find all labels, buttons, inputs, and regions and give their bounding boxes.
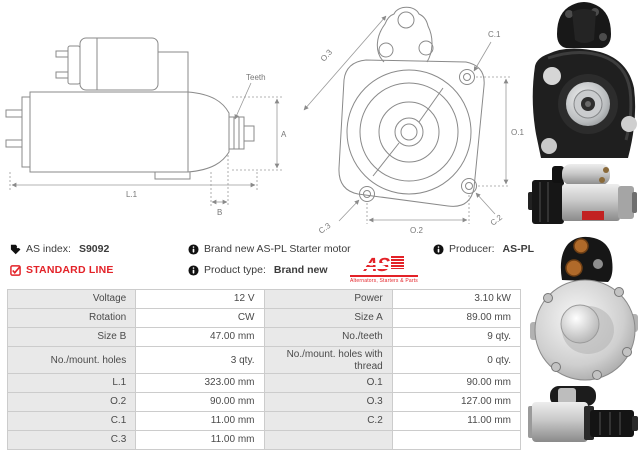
dim-o3-label: O.3 [319, 47, 335, 63]
product-photos-column [528, 0, 640, 454]
spec-label-cell: Size A [263, 308, 393, 328]
as-pl-logo: AS Alternators, Starters & Parts [349, 255, 418, 284]
spec-label-cell: Voltage [6, 289, 137, 309]
description-text: Brand new AS-PL Starter motor [204, 243, 351, 255]
table-row: L.1 323.00 mm O.1 90.00 mm [6, 373, 522, 393]
photo-starter-side-1 [528, 164, 637, 224]
producer-value: AS-PL [502, 243, 535, 255]
table-row: C.3 11.00 mm [6, 430, 522, 450]
spec-table-group-1: Voltage 12 V Power 3.10 kW Rotation CW S… [6, 289, 522, 376]
spec-value-cell: 3 qty. [135, 346, 265, 376]
table-row: Rotation CW Size A 89.00 mm [6, 308, 522, 328]
info-icon [188, 243, 199, 255]
front-view-dimension-lines [303, 15, 510, 224]
spec-value-cell: 3.10 kW [391, 289, 522, 309]
product-info-row: AS index: S9092 STANDARD LINE Brand new … [0, 238, 534, 286]
dim-o1-label: O.1 [511, 128, 524, 137]
producer-label: Producer: [449, 243, 495, 255]
spec-label-cell: C.2 [263, 411, 393, 431]
spec-value-cell [391, 430, 522, 450]
spec-value-cell: 11.00 mm [135, 411, 265, 431]
spec-label-cell: No./teeth [263, 327, 393, 347]
spec-value-cell: 90.00 mm [135, 392, 265, 412]
product-type-value: Brand new [273, 264, 328, 276]
spec-label-cell: L.1 [6, 373, 137, 393]
standard-line-row: STANDARD LINE [10, 264, 114, 276]
as-pl-logo-tagline: Alternators, Starters & Parts [349, 275, 418, 284]
spec-value-cell: 0 qty. [391, 346, 522, 376]
starter-side-outline [5, 37, 255, 180]
spec-value-cell: 89.00 mm [391, 308, 522, 328]
spec-value-cell: CW [135, 308, 265, 328]
dim-l1-label: L.1 [126, 190, 138, 199]
spec-label-cell: O.1 [263, 373, 393, 393]
dim-c1-label: C.1 [488, 30, 501, 39]
as-pl-logo-flag [390, 256, 404, 269]
spec-value-cell: 323.00 mm [135, 373, 265, 393]
dim-o2-label: O.2 [410, 226, 423, 235]
spec-label-cell: C.1 [6, 411, 137, 431]
spec-label-cell: No./mount. holes with thread [263, 346, 393, 376]
spec-label-cell: No./mount. holes [6, 346, 137, 376]
spec-value-cell: 90.00 mm [391, 373, 522, 393]
checkbox-checked-icon [10, 264, 21, 276]
as-index-label: AS index: [26, 243, 71, 255]
table-row: C.1 11.00 mm C.2 11.00 mm [6, 411, 522, 431]
spec-label-cell: Size B [6, 327, 137, 347]
front-view-technical-drawing: O.3 C.1 O.1 C.2 C.3 O.2 [303, 6, 524, 236]
side-view-dimension-labels: Teeth A L.1 B [126, 73, 287, 217]
product-type-row: Product type: Brand new [188, 264, 328, 276]
spec-table-group-2: L.1 323.00 mm O.1 90.00 mm O.2 90.00 mm … [6, 373, 522, 450]
starter-front-outline [338, 6, 485, 207]
product-type-label: Product type: [204, 264, 266, 276]
spec-label-cell: C.3 [6, 430, 137, 450]
spec-value-cell: 127.00 mm [391, 392, 522, 412]
as-index-row: AS index: S9092 [10, 243, 109, 255]
side-view-technical-drawing: Teeth A L.1 B [5, 37, 287, 217]
spec-value-cell: 9 qty. [391, 327, 522, 347]
spec-label-cell: O.3 [263, 392, 393, 412]
info-icon [433, 243, 444, 255]
dim-c3-label: C.3 [317, 221, 333, 236]
producer-row: Producer: AS-PL [433, 243, 534, 255]
spec-label-cell: O.2 [6, 392, 137, 412]
as-pl-logo-text: AS [363, 255, 390, 276]
table-row: Size B 47.00 mm No./teeth 9 qty. [6, 327, 522, 347]
spec-value-cell: 11.00 mm [391, 411, 522, 431]
photo-starter-side-2 [528, 386, 638, 442]
side-view-dimension-lines [9, 82, 284, 206]
spec-value-cell: 12 V [135, 289, 265, 309]
table-row: No./mount. holes 3 qty. No./mount. holes… [6, 346, 522, 376]
photo-starter-front-silver [530, 236, 638, 381]
table-row: Voltage 12 V Power 3.10 kW [6, 289, 522, 309]
info-icon [188, 264, 199, 276]
spec-label-cell: Power [263, 289, 393, 309]
spec-label-cell: Rotation [6, 308, 137, 328]
tag-icon [10, 244, 21, 255]
spec-value-cell: 47.00 mm [135, 327, 265, 347]
description-row: Brand new AS-PL Starter motor [188, 243, 351, 255]
teeth-label: Teeth [246, 73, 266, 82]
spec-value-cell: 11.00 mm [135, 430, 265, 450]
table-row: O.2 90.00 mm O.3 127.00 mm [6, 392, 522, 412]
spec-label-cell [263, 430, 393, 450]
dim-a-label: A [281, 130, 287, 139]
photo-starter-front-black [532, 2, 637, 158]
dim-c2-label: C.2 [489, 212, 505, 227]
standard-line-label: STANDARD LINE [26, 264, 114, 276]
dim-b-label: B [217, 208, 222, 217]
as-index-value: S9092 [78, 243, 110, 255]
